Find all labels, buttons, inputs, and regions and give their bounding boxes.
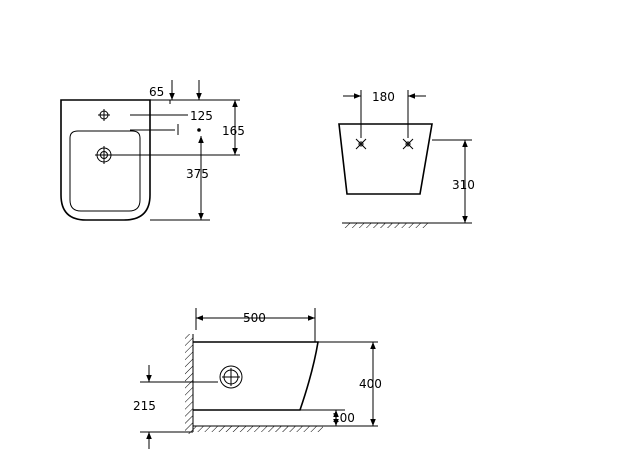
wall-hatch xyxy=(185,334,193,434)
front-view: 180 310 xyxy=(338,90,475,228)
tap-hole-symbol xyxy=(98,109,110,121)
tap-symbol-right xyxy=(402,138,414,150)
dim-100-label: 100 xyxy=(332,411,355,425)
side-view: 500 400 100 215 xyxy=(133,308,382,449)
floor-hatch-front xyxy=(344,223,428,228)
dim-375-label: 375 xyxy=(186,167,209,181)
tap-symbol-left xyxy=(355,138,367,150)
dim-65-label: 65 xyxy=(149,85,164,99)
dim-500-label: 500 xyxy=(243,311,266,325)
drain-symbol xyxy=(95,146,113,164)
floor-hatch-side xyxy=(193,426,323,432)
dim-215-label: 215 xyxy=(133,399,156,413)
dim-165-label: 165 xyxy=(222,124,245,138)
top-view: 65 125 165 375 xyxy=(60,80,245,221)
bidet-outline-front xyxy=(338,123,433,195)
dim-400-label: 400 xyxy=(359,377,382,391)
dim-180-label: 180 xyxy=(372,90,395,104)
dim-125-label: 125 xyxy=(190,109,213,123)
dim-310-label: 310 xyxy=(452,178,475,192)
waste-outlet-symbol xyxy=(219,365,243,389)
bowl-inner-top xyxy=(69,130,141,212)
bidet-outline-side xyxy=(193,341,319,411)
bidet-outline-top xyxy=(60,99,151,221)
